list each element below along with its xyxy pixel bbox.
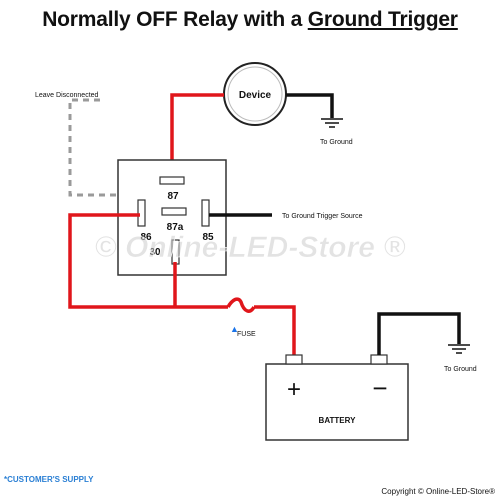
watermark: © Online-LED-Store ® <box>95 231 407 264</box>
battery-label: BATTERY <box>319 416 357 425</box>
disconnected-wire <box>68 98 165 197</box>
device-label: Device <box>239 90 272 101</box>
battery-positive-terminal <box>285 354 303 365</box>
pin-87a-label: 87a <box>167 222 184 233</box>
device-ground-wire <box>286 93 334 118</box>
battery-plus-sign: + <box>287 376 301 403</box>
customers-supply-note: *CUSTOMER'S SUPPLY <box>4 475 94 484</box>
device-inner-ring <box>227 66 283 122</box>
device-positive-wire <box>170 93 224 183</box>
title-prefix: Normally OFF Relay with a <box>42 8 308 31</box>
fuse-to-battery-wire <box>254 305 296 355</box>
device-ground-symbol <box>321 118 343 128</box>
battery-ground-wire <box>377 312 461 355</box>
pin-87-label: 87 <box>167 191 179 202</box>
pin-30-label: 30 <box>149 247 161 258</box>
relay-pin-87a <box>161 207 187 216</box>
pin-85-label: 85 <box>202 232 214 243</box>
relay-pin-85 <box>201 199 210 227</box>
fuse-label: FUSE <box>237 331 256 338</box>
battery-body <box>265 363 409 441</box>
relay-pin-86 <box>137 199 146 227</box>
leave-disconnected-label: Leave Disconnected <box>35 92 99 99</box>
title-emphasis: Ground Trigger <box>307 8 458 31</box>
fuse-symbol <box>226 297 256 313</box>
copyright-notice: Copyright © Online-LED-Store® <box>381 487 495 496</box>
diagram-title: Normally OFF Relay with a Ground Trigger <box>0 8 500 32</box>
battery-to-ground-label: To Ground <box>444 366 477 373</box>
ground-trigger-label: To Ground Trigger Source <box>282 213 363 220</box>
battery-minus-sign: − <box>372 373 387 403</box>
battery-negative-terminal <box>370 354 388 365</box>
pin-86-label: 86 <box>140 232 152 243</box>
relay-pin-87 <box>159 176 185 185</box>
battery-ground-symbol <box>448 344 470 354</box>
coil-positive-wire <box>68 213 228 309</box>
device-to-ground-label: To Ground <box>320 139 353 146</box>
fuse-marker: ▲ <box>230 324 239 334</box>
